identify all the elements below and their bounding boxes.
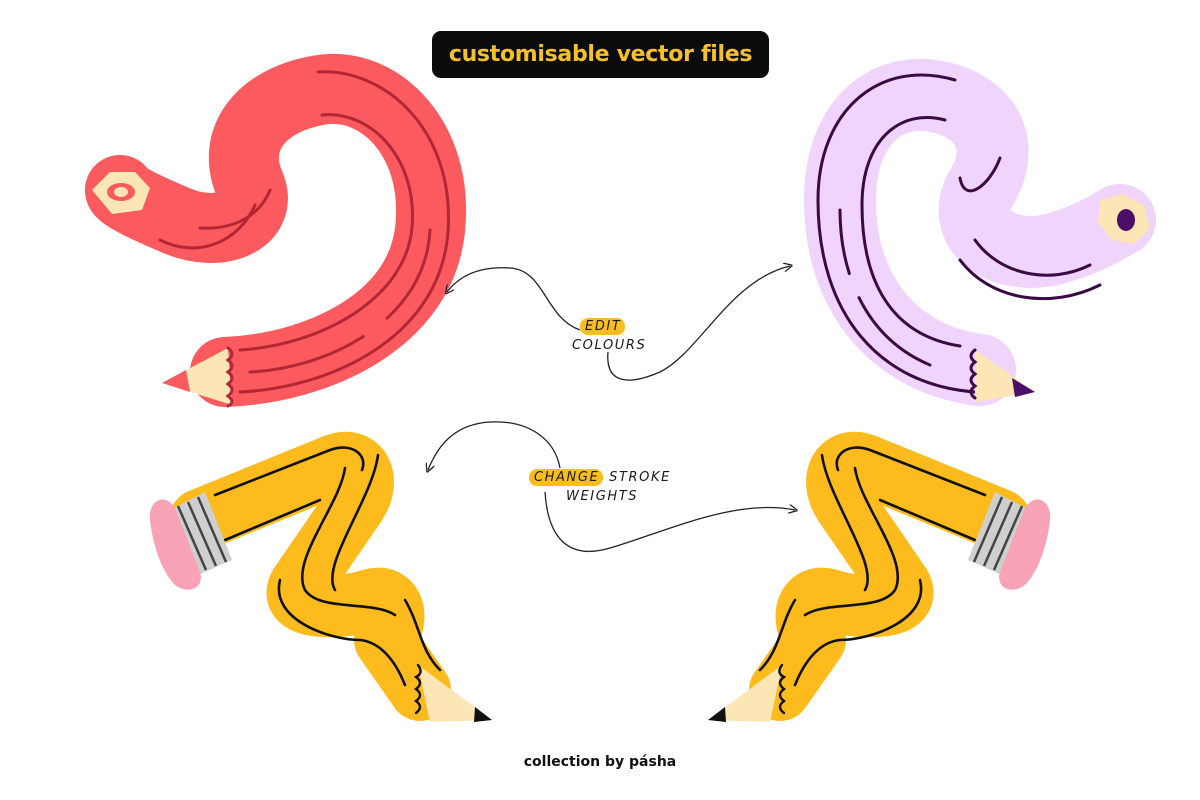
weights-label: WEIGHTS bbox=[566, 489, 639, 504]
colours-label: COLOURS bbox=[572, 338, 647, 353]
stroke-word: STROKE bbox=[609, 470, 671, 485]
title-badge: customisable vector files bbox=[432, 31, 769, 78]
edit-highlight: EDIT bbox=[580, 318, 626, 335]
change-highlight: CHANGE bbox=[529, 469, 604, 486]
red-curly-pencil-icon bbox=[85, 53, 467, 408]
edit-label-line1: EDIT bbox=[580, 318, 626, 335]
yellow-zigzag-pencil-right-icon bbox=[708, 431, 1051, 722]
lilac-curly-pencil-icon bbox=[804, 59, 1156, 406]
yellow-zigzag-pencil-left-icon bbox=[149, 431, 492, 722]
footer-credit: collection by pásha bbox=[523, 754, 677, 770]
change-stroke-label-line1: CHANGE STROKE bbox=[529, 469, 671, 486]
curved-arrow-icon bbox=[428, 266, 795, 553]
